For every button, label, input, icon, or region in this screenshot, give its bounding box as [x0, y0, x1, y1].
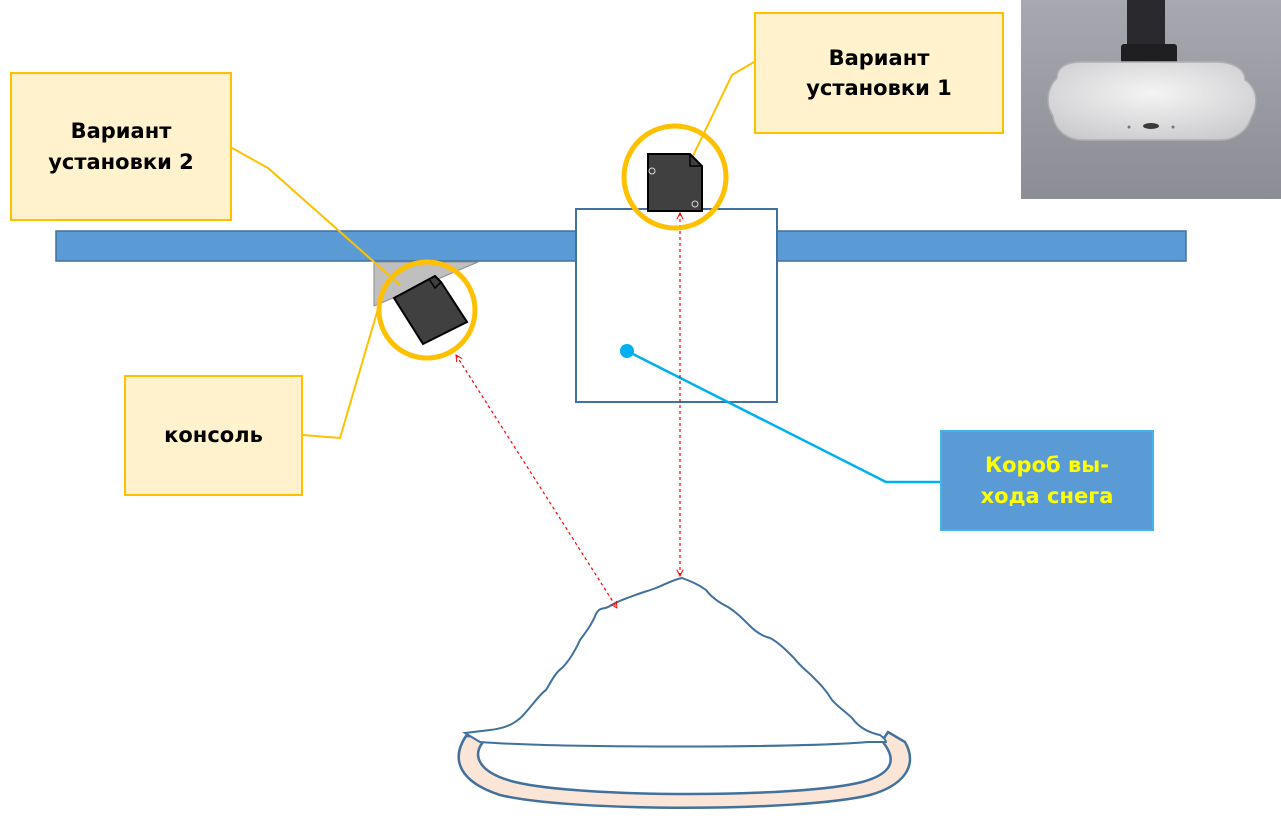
snowbox-pointer-dot: [620, 344, 634, 358]
snow-outlet-box: [575, 208, 778, 403]
highlight-ring-variant2: [376, 259, 478, 361]
callout-snow-box: Короб вы- хода снега: [940, 430, 1154, 531]
beam-right: [775, 230, 1187, 262]
console-leader-line: [302, 301, 381, 440]
callout-variant-1: Вариант установки 1: [754, 12, 1004, 134]
measure-line-variant2: [456, 355, 617, 608]
snow-tray: [457, 730, 912, 809]
sensor-photo: [1021, 0, 1281, 199]
callout-console: консоль: [124, 375, 303, 496]
snowbox-pointer-line: [626, 349, 940, 484]
sensor-icon: [647, 153, 703, 212]
variant1-leader-line: [689, 61, 755, 163]
snow-pile: [461, 576, 888, 748]
beam-left: [55, 230, 579, 262]
sensor-icon: [392, 274, 469, 346]
variant2-leader-line: [231, 147, 401, 286]
highlight-ring-variant1: [621, 123, 729, 231]
callout-variant-2: Вариант установки 2: [10, 72, 232, 221]
